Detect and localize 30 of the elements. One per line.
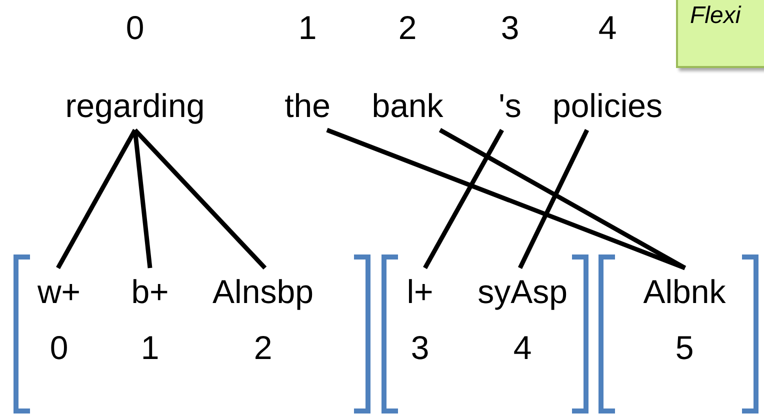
index-number: 2	[252, 328, 274, 368]
alignment-line	[423, 128, 504, 270]
source-word: 's	[498, 86, 522, 126]
target-token: Albnk	[643, 272, 726, 312]
alignment-line	[438, 128, 686, 270]
target-token: w+	[37, 272, 81, 312]
target-token: b+	[131, 272, 169, 312]
alignment-line	[132, 130, 152, 268]
alignment-line	[326, 128, 686, 270]
index-number: 5	[674, 328, 695, 368]
index-number: 1	[140, 328, 160, 368]
index-number: 0	[48, 328, 70, 368]
alignment-line	[56, 128, 137, 270]
index-number: 3	[500, 8, 520, 48]
index-number: 2	[397, 8, 418, 48]
callout-note: Flexi	[676, 0, 764, 68]
index-number: 1	[297, 8, 318, 48]
source-word: regarding	[65, 86, 205, 126]
target-token: syAsp	[478, 272, 568, 312]
target-token: Alnsbp	[212, 272, 314, 312]
target-token: l+	[406, 272, 434, 312]
source-word: policies	[552, 86, 663, 126]
source-word: the	[284, 86, 330, 126]
index-number: 3	[410, 328, 430, 368]
index-number: 0	[124, 8, 146, 48]
alignment-line	[133, 128, 267, 270]
source-word: bank	[372, 86, 444, 126]
alignment-line	[518, 129, 590, 269]
index-number: 4	[597, 8, 618, 48]
index-number: 4	[512, 328, 533, 368]
